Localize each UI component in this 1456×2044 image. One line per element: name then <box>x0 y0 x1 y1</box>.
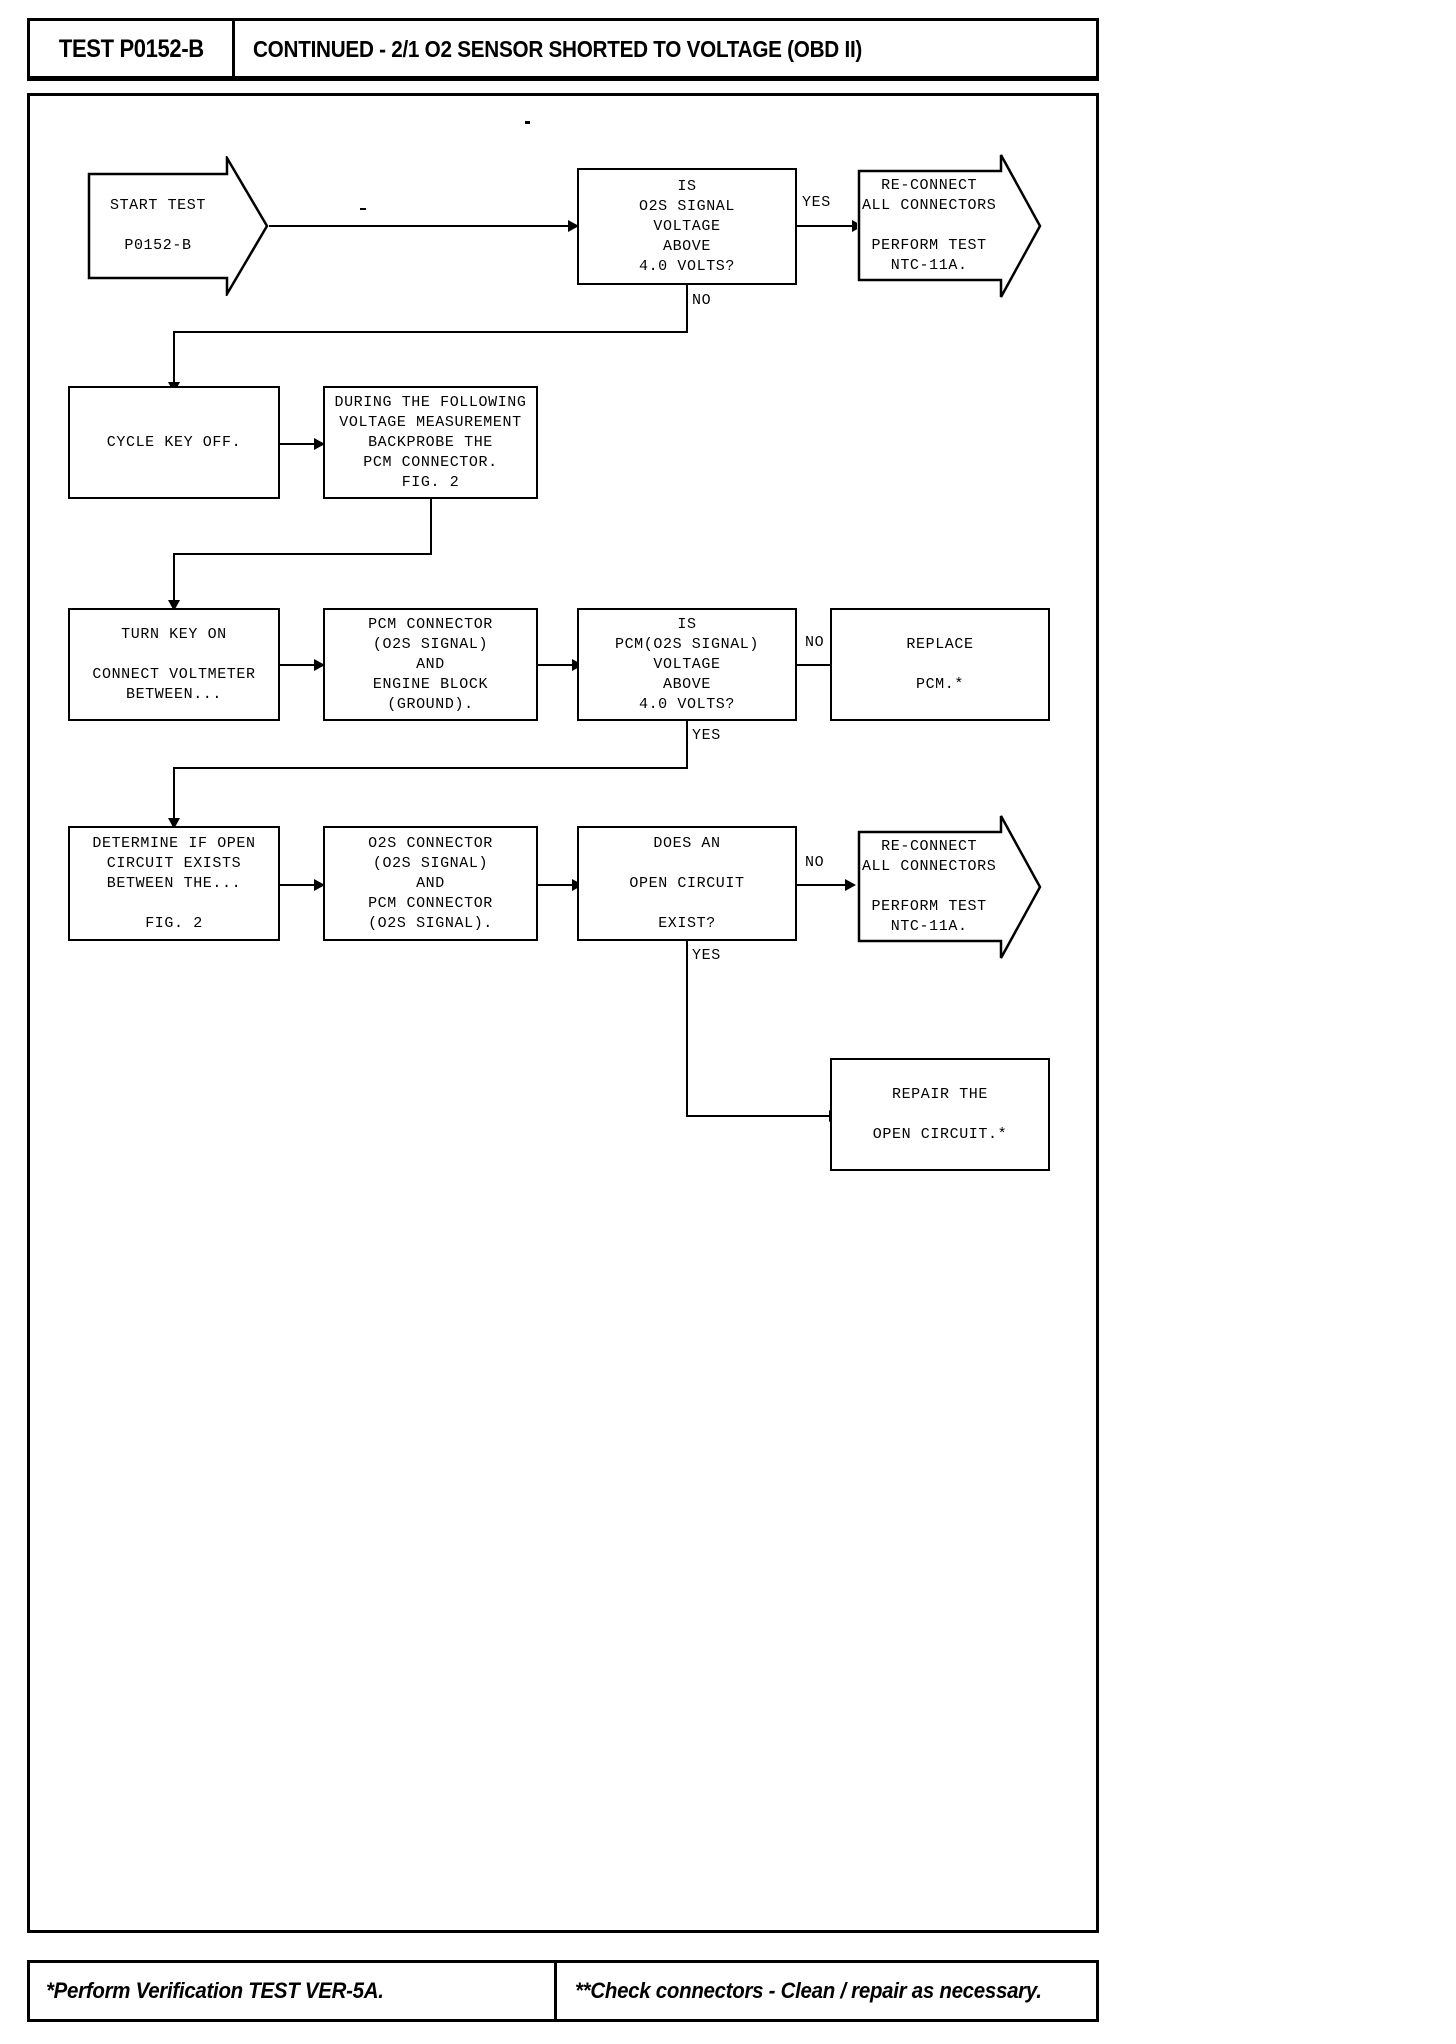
edge-label-q2-no: NO <box>805 634 825 651</box>
footer-note-left: *Perform Verification TEST VER-5A. <box>46 1978 384 2003</box>
node-o2s-connector: O2S CONNECTOR (O2S SIGNAL) AND PCM CONNE… <box>323 826 538 941</box>
edge-label-q1-no: NO <box>692 292 712 309</box>
edge-start-to-q1 <box>269 225 570 227</box>
edge-arrowhead <box>845 879 856 891</box>
node-repair-open-circuit: REPAIR THE OPEN CIRCUIT.* <box>830 1058 1050 1171</box>
edge-o2sconn-to-q3 <box>538 884 574 886</box>
node-reconnect-1: RE-CONNECT ALL CONNECTORS PERFORM TEST N… <box>857 153 1042 299</box>
edge-arrowhead <box>314 879 325 891</box>
node-pcm-connector-label: PCM CONNECTOR (O2S SIGNAL) AND ENGINE BL… <box>368 615 493 713</box>
edge-label-q3-no: NO <box>805 854 825 871</box>
node-q2-pcm-voltage: IS PCM(O2S SIGNAL) VOLTAGE ABOVE 4.0 VOL… <box>577 608 797 721</box>
edge-q2-no <box>797 664 844 666</box>
edge-q1-yes <box>797 225 854 227</box>
node-start-test: START TEST P0152-B <box>87 156 269 296</box>
edge-arrowhead <box>168 818 180 829</box>
node-backprobe-label: DURING THE FOLLOWING VOLTAGE MEASUREMENT… <box>334 393 527 491</box>
node-replace-pcm-label: REPLACE PCM.* <box>906 635 974 693</box>
node-q2-label: IS PCM(O2S SIGNAL) VOLTAGE ABOVE 4.0 VOL… <box>614 615 760 713</box>
edge-determine-to-o2sconn <box>280 884 316 886</box>
node-backprobe-instruction: DURING THE FOLLOWING VOLTAGE MEASUREMENT… <box>323 386 538 499</box>
test-title-cell: CONTINUED - 2/1 O2 SENSOR SHORTED TO VOL… <box>235 21 1096 77</box>
test-code: TEST P0152-B <box>58 34 204 63</box>
edge-label-q2-yes: YES <box>692 727 721 744</box>
node-o2s-connector-label: O2S CONNECTOR (O2S SIGNAL) AND PCM CONNE… <box>368 834 493 932</box>
edge-arrowhead <box>568 220 579 232</box>
edge-backprobe-across <box>173 553 432 555</box>
page-footer: *Perform Verification TEST VER-5A. **Che… <box>27 1960 1099 2022</box>
node-turn-key-on-label: TURN KEY ON CONNECT VOLTMETER BETWEEN... <box>92 625 256 703</box>
node-q3-label: DOES AN OPEN CIRCUIT EXIST? <box>629 834 745 932</box>
node-pcm-connector-ground: PCM CONNECTOR (O2S SIGNAL) AND ENGINE BL… <box>323 608 538 721</box>
edge-backprobe-toturnkey <box>173 553 175 603</box>
node-reconnect-1-label: RE-CONNECT ALL CONNECTORS PERFORM TEST N… <box>861 177 997 274</box>
page-header: TEST P0152-B CONTINUED - 2/1 O2 SENSOR S… <box>27 18 1099 80</box>
edge-label-q1-yes: YES <box>802 194 831 211</box>
node-determine-label: DETERMINE IF OPEN CIRCUIT EXISTS BETWEEN… <box>92 834 256 932</box>
footer-note-left-cell: *Perform Verification TEST VER-5A. <box>30 1963 557 2019</box>
header-underline <box>27 76 1099 81</box>
edge-label-q3-yes: YES <box>692 947 721 964</box>
scan-artifact <box>525 121 530 124</box>
footer-note-right: **Check connectors - Clean / repair as n… <box>575 1978 1042 2003</box>
node-q3-open-circuit-exist: DOES AN OPEN CIRCUIT EXIST? <box>577 826 797 941</box>
test-code-cell: TEST P0152-B <box>30 21 235 77</box>
edge-q2-yes-todetermine <box>173 767 175 821</box>
footer-note-right-cell: **Check connectors - Clean / repair as n… <box>557 1963 1096 2019</box>
node-repair-label: REPAIR THE OPEN CIRCUIT.* <box>872 1085 1008 1143</box>
node-reconnect-2: RE-CONNECT ALL CONNECTORS PERFORM TEST N… <box>857 814 1042 960</box>
edge-q2-yes-down <box>686 721 688 769</box>
edge-cycle-to-backprobe <box>280 443 316 445</box>
node-determine-open-circuit: DETERMINE IF OPEN CIRCUIT EXISTS BETWEEN… <box>68 826 280 941</box>
node-q1-o2s-voltage: IS O2S SIGNAL VOLTAGE ABOVE 4.0 VOLTS? <box>577 168 797 285</box>
flowchart-frame: START TEST P0152-B IS O2S SIGNAL VOLTAGE… <box>27 93 1099 1933</box>
edge-q1-no-tocycle <box>173 331 175 385</box>
edge-arrowhead <box>314 659 325 671</box>
scan-artifact <box>360 208 366 210</box>
edge-arrowhead <box>168 600 180 611</box>
edge-q3-yes-down <box>686 941 688 1117</box>
node-start-test-label: START TEST P0152-B <box>109 197 206 254</box>
node-cycle-key-off: CYCLE KEY OFF. <box>68 386 280 499</box>
edge-q2-yes-across <box>173 767 688 769</box>
node-q1-label: IS O2S SIGNAL VOLTAGE ABOVE 4.0 VOLTS? <box>638 177 735 275</box>
node-turn-key-on: TURN KEY ON CONNECT VOLTMETER BETWEEN... <box>68 608 280 721</box>
edge-q3-yes-across <box>686 1115 831 1117</box>
edge-backprobe-down <box>430 499 432 555</box>
edge-q1-no-across <box>173 331 688 333</box>
edge-arrowhead <box>314 438 325 450</box>
edge-pcmconn-to-q2 <box>538 664 574 666</box>
node-reconnect-2-label: RE-CONNECT ALL CONNECTORS PERFORM TEST N… <box>861 838 997 935</box>
edge-q3-no <box>797 884 847 886</box>
test-title: CONTINUED - 2/1 O2 SENSOR SHORTED TO VOL… <box>253 35 863 62</box>
edge-turnkey-to-pcmconn <box>280 664 316 666</box>
node-cycle-key-off-label: CYCLE KEY OFF. <box>106 433 242 451</box>
node-replace-pcm: REPLACE PCM.* <box>830 608 1050 721</box>
edge-q1-no-down <box>686 285 688 332</box>
